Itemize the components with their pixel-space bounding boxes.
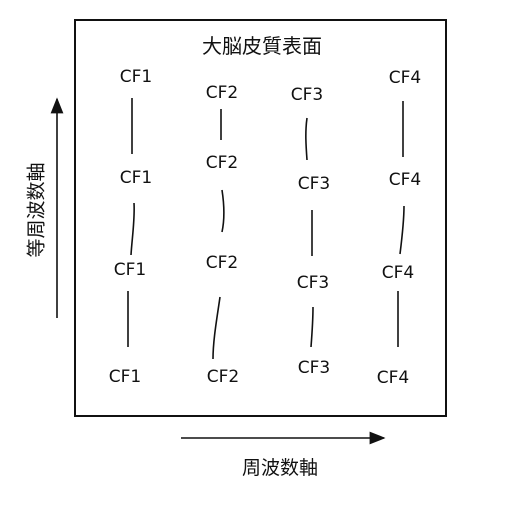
cf-label-col2-row3: CF2: [205, 253, 239, 273]
diagram-title: 大脳皮質表面: [202, 34, 322, 58]
cf-label-col4-row2: CF4: [388, 170, 422, 190]
cf-label-col3-row2: CF3: [297, 174, 331, 194]
cf-label-col3-row4: CF3: [297, 358, 331, 378]
isofrequency-line-col2-c: [212, 296, 221, 360]
cortex-surface-frame: [74, 19, 447, 417]
isofrequency-line-col4-b: [399, 205, 405, 255]
cf-label-col4-row4: CF4: [376, 368, 410, 388]
cf-label-col2-row2: CF2: [205, 153, 239, 173]
frequency-axis-label: 周波数軸: [241, 457, 318, 479]
isofrequency-line-col2-b: [221, 189, 225, 233]
cf-label-col4-row3: CF4: [381, 263, 415, 283]
cf-label-col3-row3: CF3: [296, 273, 330, 293]
cf-label-col4-row1: CF4: [388, 68, 422, 88]
cf-label-col2-row1: CF2: [205, 83, 239, 103]
isofrequency-line-col1-b: [130, 202, 135, 256]
isofrequency-axis-label: 等周波数軸: [25, 162, 48, 258]
cf-label-col1-row4: CF1: [108, 367, 142, 387]
cf-label-col3-row1: CF3: [290, 85, 324, 105]
cf-label-col1-row2: CF1: [119, 168, 153, 188]
isofrequency-line-col3-a: [305, 117, 308, 161]
cf-label-col1-row3: CF1: [113, 260, 147, 280]
cf-label-col1-row1: CF1: [119, 67, 153, 87]
cf-label-col2-row4: CF2: [206, 367, 240, 387]
isofrequency-line-col3-c: [310, 306, 314, 348]
